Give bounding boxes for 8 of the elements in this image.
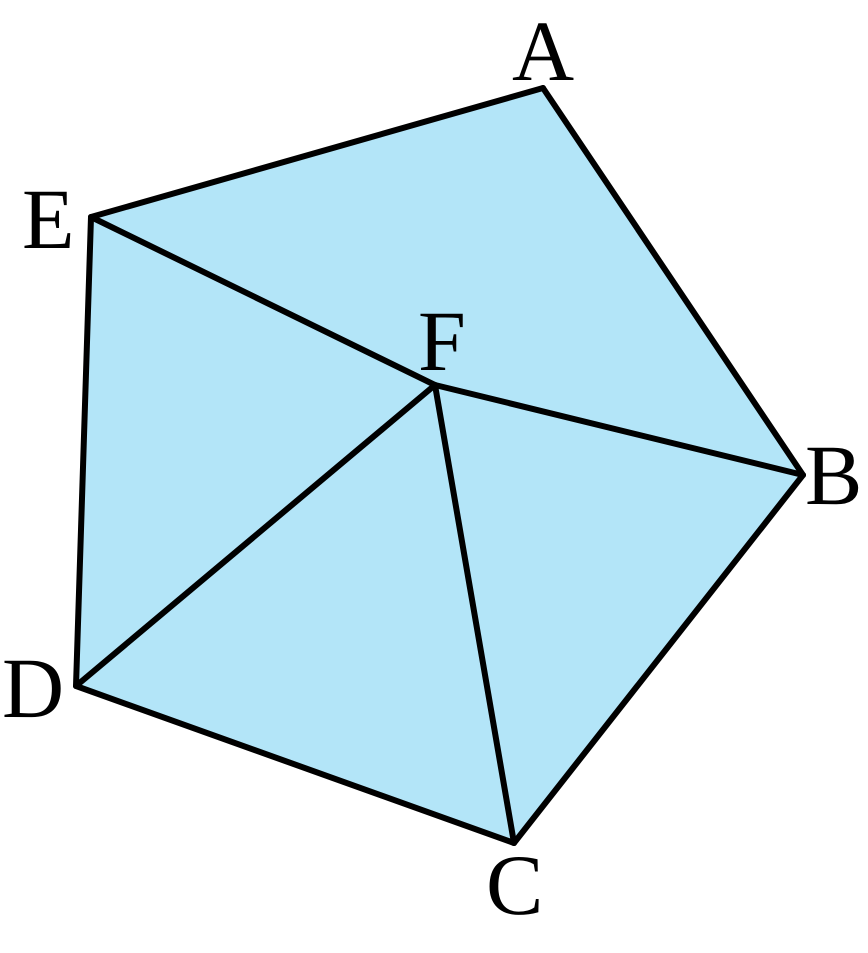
vertex-label: B [805,432,862,518]
vertex-label: E [22,176,75,262]
line-segment [88,214,438,388]
line-segment [73,382,438,689]
vertex-label: A [512,8,574,94]
vertex-label: F [418,298,466,384]
vertex-label: D [2,645,64,731]
vertex-label: C [486,842,544,928]
